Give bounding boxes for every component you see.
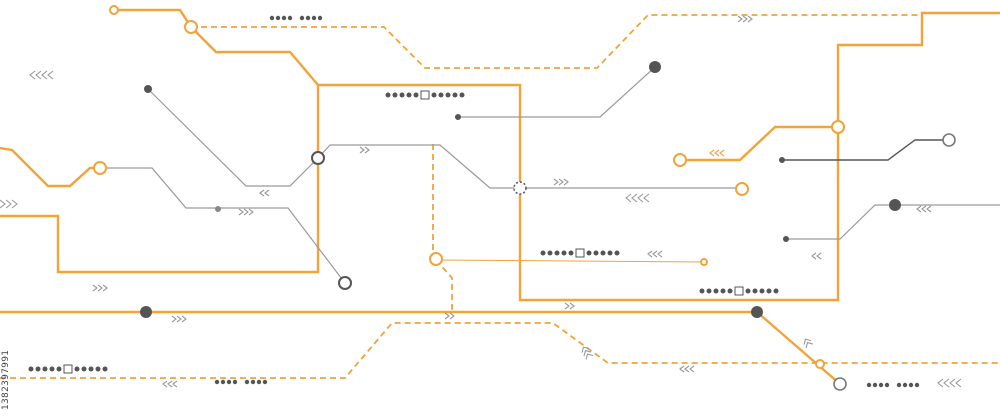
node-dot-icon — [144, 85, 152, 93]
chevron-arrow-icon — [647, 250, 663, 258]
chevron-arrow-icon — [359, 146, 370, 154]
node-ring-icon — [338, 276, 352, 290]
node-dot-icon — [215, 206, 221, 212]
orange-dashed-traces — [0, 14, 1000, 379]
chevron-arrow-icon — [916, 205, 932, 213]
chevron-arrow-icon — [709, 149, 725, 157]
gray-traces — [100, 66, 1000, 284]
chevron-arrow-icon — [937, 378, 962, 388]
bead-chain-icon — [866, 382, 920, 388]
bead-chain-icon — [28, 364, 108, 374]
chevron-arrow-icon — [625, 193, 650, 203]
node-dot-icon — [649, 61, 661, 73]
node-ring-icon — [311, 151, 325, 165]
bead-chain-icon — [385, 90, 465, 100]
node-ring-icon — [429, 252, 443, 266]
node-dot-icon — [889, 199, 901, 211]
node-dot-icon — [783, 236, 789, 242]
node-ring-icon — [109, 5, 119, 15]
chevron-arrow-icon — [679, 365, 695, 373]
node-ring-icon — [184, 20, 198, 34]
node-dot-icon — [779, 157, 785, 163]
chevron-arrow-icon — [444, 312, 455, 320]
bead-chain-icon — [699, 286, 779, 296]
node-dot-icon — [455, 114, 461, 120]
chevron-arrow-icon — [162, 380, 178, 388]
chevron-arrow-icon — [171, 315, 187, 323]
node-ring-icon — [673, 153, 687, 167]
node-ring-icon — [93, 161, 107, 175]
chevron-arrow-icon — [737, 15, 753, 23]
node-ring-icon — [815, 359, 825, 369]
node-dot-icon — [751, 306, 763, 318]
chevron-arrow-icon — [581, 346, 594, 360]
chevron-arrow-icon — [811, 252, 822, 260]
dark-trace — [782, 139, 948, 161]
node-ring-icon — [700, 258, 708, 266]
node-ring-icon — [942, 133, 956, 147]
chevron-arrow-icon — [0, 199, 18, 209]
bead-chain-icon — [214, 379, 268, 385]
chevron-arrow-icon — [564, 302, 575, 310]
chevron-arrow-icon — [803, 338, 814, 349]
node-dot-icon — [140, 306, 152, 318]
chevron-arrow-icon — [259, 189, 270, 197]
node-ring-icon — [513, 181, 527, 195]
nodes — [93, 5, 956, 391]
node-ring-icon — [831, 120, 845, 134]
chevron-arrow-icon — [238, 208, 254, 216]
chevrons — [0, 15, 962, 388]
node-ring-icon — [735, 182, 749, 196]
chevron-arrow-icon — [29, 70, 54, 80]
bead-chain-icon — [269, 15, 323, 21]
chevron-arrow-icon — [553, 178, 569, 186]
stock-id-watermark: 1382397991 — [1, 349, 11, 410]
node-ring-icon — [833, 377, 847, 391]
orange-traces — [0, 8, 1000, 385]
chevron-arrow-icon — [92, 284, 108, 292]
bead-chain-icon — [540, 248, 620, 258]
